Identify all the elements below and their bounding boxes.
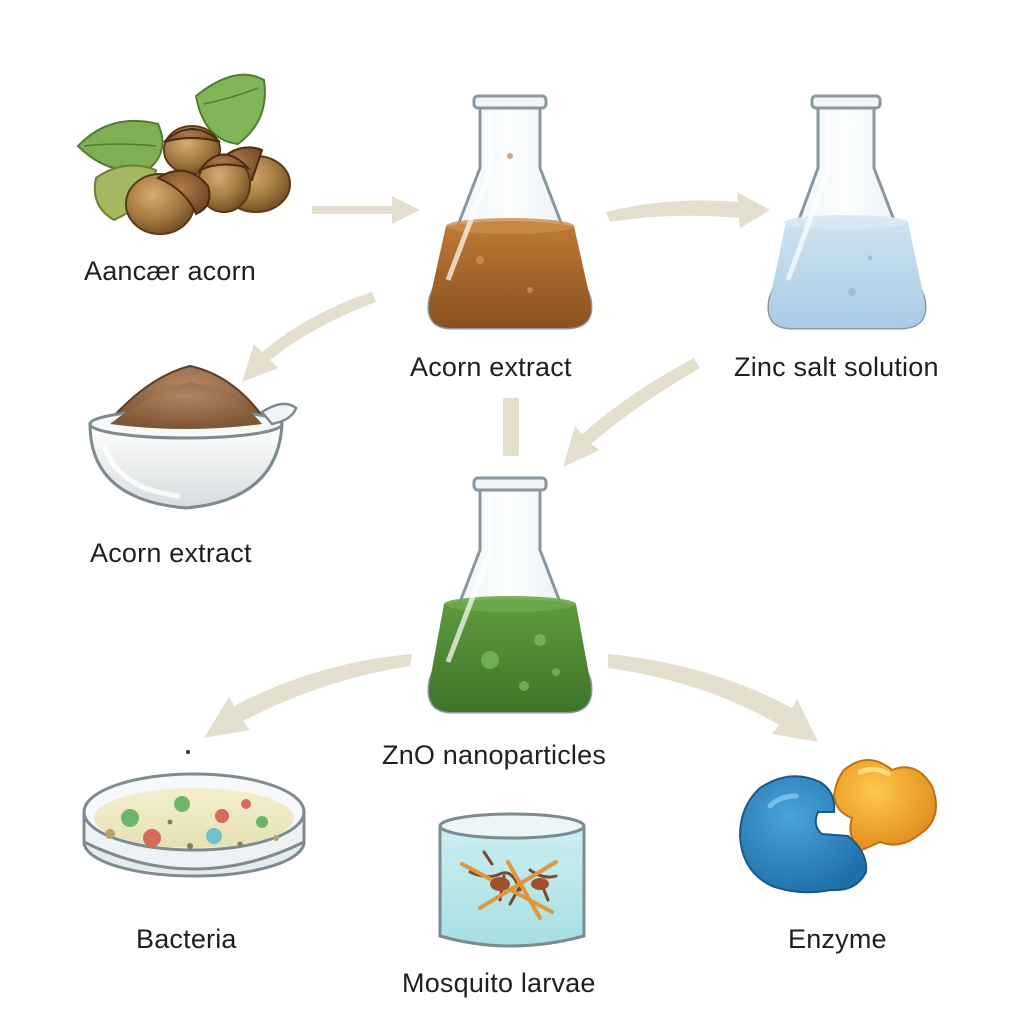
bacteria-label: Bacteria	[136, 924, 237, 954]
zno-label: ZnO nanoparticles	[382, 740, 607, 770]
enzyme-puzzle-icon	[738, 759, 937, 894]
petri-dish-icon	[82, 772, 306, 878]
flask-brown-icon	[427, 94, 593, 330]
arrow-zinc-to-zno	[563, 358, 700, 467]
larvae-beaker-icon	[438, 812, 586, 948]
arrow-zno-to-enzyme	[608, 654, 818, 742]
arrow-extract-to-zinc	[606, 192, 770, 228]
arrow-extract-to-powder	[242, 292, 376, 382]
acorn-icon	[76, 73, 291, 235]
flask-blue-icon	[767, 94, 927, 330]
zinc-solution-label: Zinc salt solution	[734, 352, 939, 382]
powder-bowl-icon	[88, 364, 298, 510]
arrow-acorn-to-extract	[312, 196, 420, 224]
acorn-powder-label: Acorn extract	[90, 538, 252, 568]
extract-flask-label: Acorn extract	[410, 352, 572, 382]
larvae-label: Mosquito larvae	[402, 968, 596, 998]
acorn-label: Aancær acorn	[84, 256, 256, 286]
arrow-extract-to-zno	[503, 398, 519, 456]
enzyme-label: Enzyme	[788, 924, 887, 954]
flask-green-icon	[427, 476, 593, 714]
arrows	[204, 192, 818, 742]
stray-dot	[186, 750, 190, 754]
arrow-zno-to-bacteria	[204, 654, 412, 738]
